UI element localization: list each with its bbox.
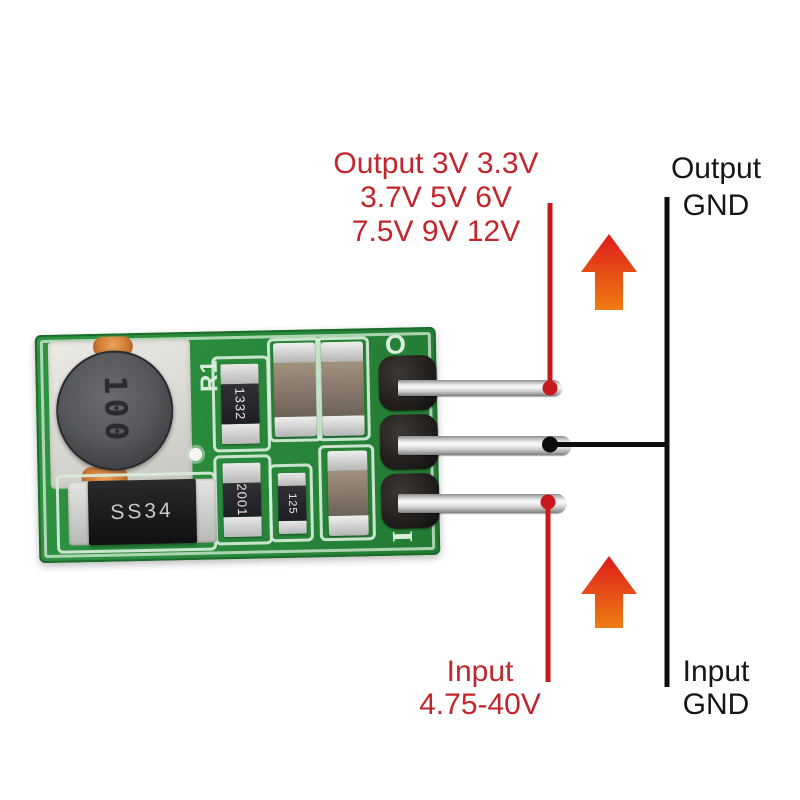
input-gnd-line2: GND <box>682 688 750 721</box>
smd-resistor: 1332 <box>220 363 260 445</box>
capacitor-body <box>273 362 317 418</box>
output-pin <box>398 380 562 396</box>
diode-marking: SS34 <box>110 498 175 525</box>
up-arrow-icon <box>581 556 637 628</box>
inductor-marking: 100 <box>96 375 133 446</box>
schottky-diode: SS34 <box>67 478 218 546</box>
pcb-board: 100 R1 1332 2001 125 <box>34 326 441 564</box>
resistor-terminal <box>223 516 262 538</box>
input-gnd-line1: Input <box>682 655 750 688</box>
capacitor-terminal <box>274 416 317 438</box>
capacitor-terminal <box>328 515 369 537</box>
input-gnd-label: Input GND <box>636 655 796 721</box>
diode-body: SS34 <box>87 478 198 546</box>
smd-capacitor <box>272 342 317 438</box>
input-voltage-line1: Input <box>446 655 514 688</box>
capacitor-terminal <box>272 342 316 364</box>
output-voltages-line2: 3.7V 5V 6V <box>360 181 512 214</box>
smd-capacitor <box>327 450 369 537</box>
silkscreen-input-mark: I <box>385 530 417 543</box>
input-pin <box>398 494 566 513</box>
output-gnd-label: Output GND <box>636 150 796 224</box>
resistor-marking: 2001 <box>234 483 250 517</box>
capacitor-terminal <box>322 415 365 437</box>
silkscreen-output-mark: O <box>384 329 407 360</box>
smd-capacitor <box>320 341 365 437</box>
capacitor-terminal <box>320 341 364 363</box>
capacitor-body <box>321 361 365 417</box>
smd-resistor: 2001 <box>222 462 262 538</box>
input-voltage-line2: 4.75-40V <box>419 688 541 721</box>
resistor-body: 2001 <box>222 482 262 518</box>
resistor-body: 1332 <box>220 383 260 425</box>
smd-resistor: 125 <box>277 472 307 535</box>
output-gnd-line1: Output <box>670 152 762 185</box>
output-voltages-line1: Output 3V 3.3V <box>333 147 539 180</box>
up-arrow-icon <box>581 234 637 310</box>
resistor-marking: 125 <box>286 492 299 515</box>
resistor-terminal <box>278 520 307 535</box>
capacitor-body <box>327 470 369 517</box>
capacitor-terminal <box>327 450 368 472</box>
output-voltages-line3: 7.5V 9V 12V <box>351 215 521 248</box>
resistor-marking: 1332 <box>232 387 248 421</box>
resistor-terminal <box>222 462 261 484</box>
resistor-terminal <box>277 472 306 487</box>
output-gnd-line2: GND <box>682 189 750 222</box>
gnd-pin <box>398 436 571 455</box>
resistor-body: 125 <box>277 485 307 522</box>
resistor-terminal <box>220 363 259 385</box>
resistor-terminal <box>221 423 260 445</box>
input-voltage-label: Input 4.75-40V <box>380 655 580 721</box>
output-voltages-label: Output 3V 3.3V 3.7V 5V 6V 7.5V 9V 12V <box>300 147 572 249</box>
